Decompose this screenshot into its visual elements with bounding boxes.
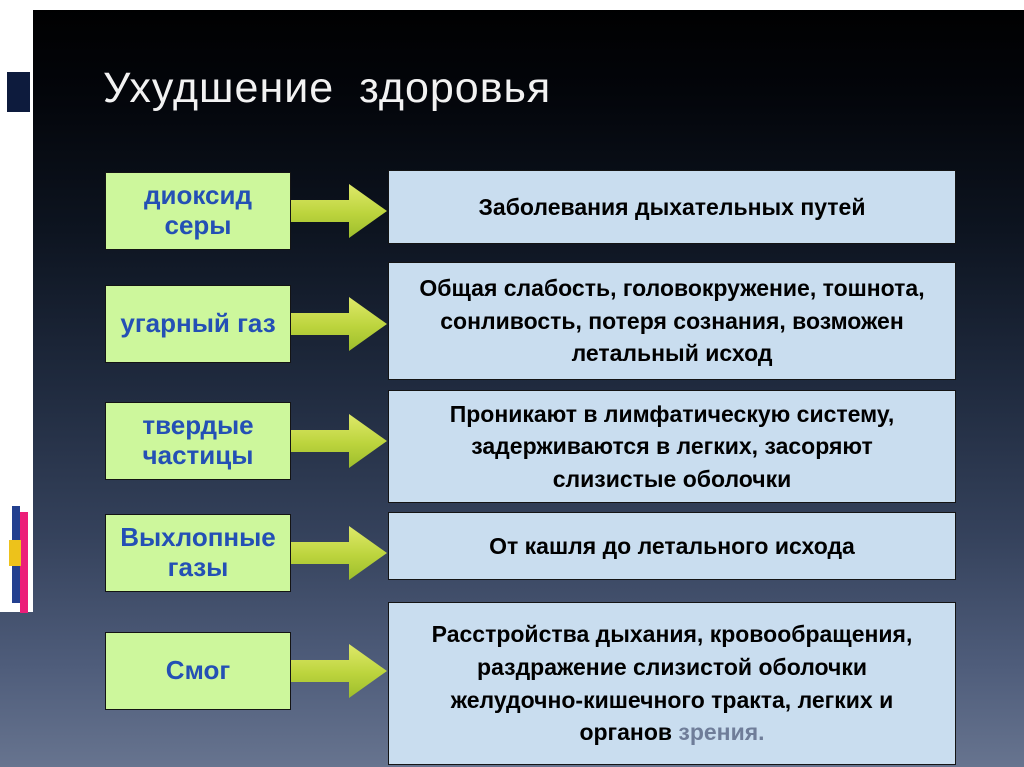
slide-title: Ухудшение здоровья — [103, 64, 552, 112]
cause-box-sulfur-dioxide: диоксид серы — [105, 172, 291, 250]
effect-box-lymphatic: Проникают в лимфатическую систему, задер… — [388, 390, 956, 503]
effect-box-respiratory: Заболевания дыхательных путей — [388, 170, 956, 244]
arrow-right-icon — [291, 644, 387, 698]
effect-text: Расстройства дыхания, кровообращения, ра… — [431, 621, 913, 746]
cause-box-solid-particles: твердые частицы — [105, 402, 291, 480]
deco-bar-pink — [20, 512, 28, 613]
effect-box-cough: От кашля до летального исхода — [388, 512, 956, 580]
cause-box-exhaust-gases: Выхлопные газы — [105, 514, 291, 592]
deco-bar-yellow — [9, 540, 21, 566]
effect-text-tail: зрения. — [678, 719, 765, 746]
effect-box-breathing-disorders: Расстройства дыхания, кровообращения, ра… — [388, 602, 956, 765]
effect-box-weakness: Общая слабость, головокружение, тошнота,… — [388, 262, 956, 380]
arrow-right-icon — [291, 184, 387, 238]
arrow-right-icon — [291, 526, 387, 580]
title-accent-block — [7, 72, 30, 112]
arrow-right-icon — [291, 414, 387, 468]
arrow-right-icon — [291, 297, 387, 351]
cause-box-smog: Смог — [105, 632, 291, 710]
cause-box-carbon-monoxide: угарный газ — [105, 285, 291, 363]
top-border-strip — [0, 0, 1024, 10]
